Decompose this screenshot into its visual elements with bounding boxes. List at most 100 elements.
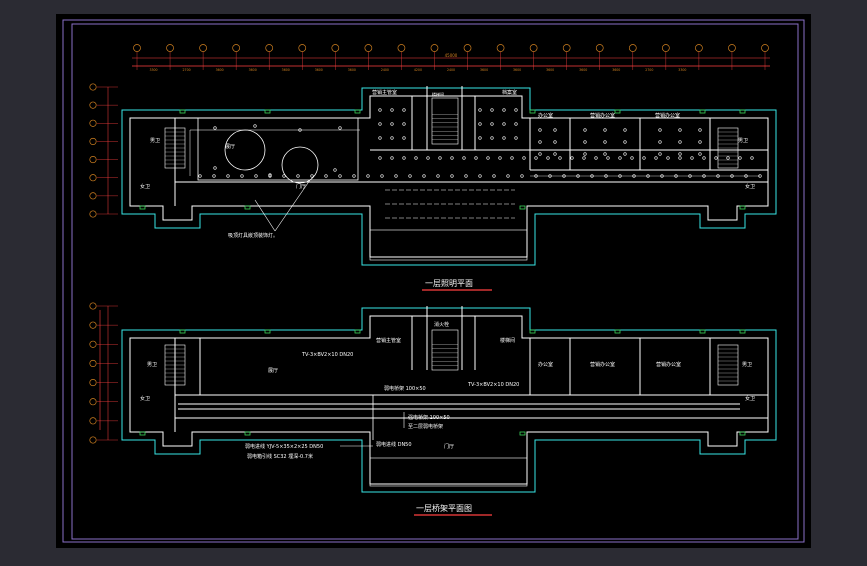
- light-fixture: [714, 156, 718, 160]
- note-leader: [274, 179, 311, 232]
- room-label: 办公室: [538, 361, 553, 368]
- axis-bubble: [496, 44, 505, 52]
- dimension-text: 3600: [480, 68, 488, 72]
- light-fixture: [502, 122, 506, 126]
- light-fixture: [213, 126, 217, 130]
- light-fixture: [490, 122, 494, 126]
- room-label: 女卫: [745, 395, 755, 402]
- row-bubbles: [89, 302, 118, 444]
- light-fixture: [583, 128, 587, 132]
- door: [244, 431, 251, 436]
- light-fixture: [514, 122, 518, 126]
- axis-bubble: [628, 44, 637, 52]
- light-fixture: [333, 168, 337, 172]
- dimension-text: 3600: [282, 68, 290, 72]
- incoming-label: 弱电进线 YJV-5×35×2×25 DN50: [245, 443, 323, 450]
- row-bubble: [89, 340, 97, 348]
- light-fixture: [408, 174, 412, 178]
- room-label: 门厅: [444, 443, 454, 450]
- axis-bubble: [331, 44, 340, 52]
- room-label: 男卫: [738, 138, 748, 144]
- door: [739, 205, 746, 210]
- light-fixture: [402, 136, 406, 140]
- door: [519, 431, 526, 436]
- light-fixture: [702, 156, 706, 160]
- dimension-text: 2400: [447, 68, 455, 72]
- light-fixture: [378, 108, 382, 112]
- light-fixture: [478, 174, 482, 178]
- light-fixture: [212, 174, 216, 178]
- light-fixture: [603, 152, 607, 156]
- cable-label: TV-3×BV2×10 DN20: [301, 352, 353, 358]
- room-label: 楼梯间: [500, 337, 515, 344]
- light-fixture: [520, 174, 524, 178]
- door: [179, 109, 186, 114]
- hall-light-ring: [281, 146, 319, 184]
- light-fixture: [698, 128, 702, 132]
- light-fixture: [464, 174, 468, 178]
- plan-title: 一层照明平面: [425, 279, 473, 288]
- row-bubble: [89, 192, 97, 200]
- light-fixture: [378, 156, 382, 160]
- dimension-text: 2700: [645, 68, 653, 72]
- light-fixture: [690, 156, 694, 160]
- room-label: 消火栓: [434, 321, 449, 328]
- building-inner: [129, 95, 769, 258]
- door: [529, 109, 536, 114]
- light-fixture: [268, 174, 272, 178]
- note-leader: [254, 199, 276, 232]
- light-fixture: [390, 108, 394, 112]
- light-fixture: [240, 174, 244, 178]
- room-label: 展厅: [225, 144, 235, 150]
- row-bubble: [89, 137, 97, 145]
- dimension-text: 3600: [249, 68, 257, 72]
- light-fixture: [642, 156, 646, 160]
- light-fixture: [538, 152, 542, 156]
- light-fixture: [553, 128, 557, 132]
- light-fixture: [623, 128, 627, 132]
- light-fixture: [254, 174, 258, 178]
- light-fixture: [583, 152, 587, 156]
- dimension-text: 3600: [315, 68, 323, 72]
- door: [614, 109, 621, 114]
- light-fixture: [402, 122, 406, 126]
- axis-bubble: [430, 44, 439, 52]
- light-fixture: [506, 174, 510, 178]
- light-fixture: [462, 156, 466, 160]
- light-fixture: [380, 174, 384, 178]
- door: [739, 329, 746, 334]
- door: [739, 431, 746, 436]
- axis-bubble: [529, 44, 538, 52]
- axis-bubble: [364, 44, 373, 52]
- entrance-steps: [369, 457, 528, 487]
- light-fixture: [394, 174, 398, 178]
- light-fixture: [198, 174, 202, 178]
- light-fixture: [678, 156, 682, 160]
- light-fixture: [253, 124, 257, 128]
- door: [614, 329, 621, 334]
- light-fixture: [603, 128, 607, 132]
- light-fixture: [698, 152, 702, 156]
- room-label: 女卫: [140, 183, 150, 190]
- room-label: 营销办公室: [656, 361, 681, 368]
- row-bubble: [89, 156, 97, 164]
- light-fixture: [658, 152, 662, 156]
- light-fixture: [296, 174, 300, 178]
- light-fixture: [338, 126, 342, 130]
- row-bubbles: [89, 83, 118, 218]
- drawing-sheet: [56, 14, 811, 548]
- row-bubble: [89, 398, 97, 406]
- light-fixture: [553, 140, 557, 144]
- light-fixture: [474, 156, 478, 160]
- light-fixture: [502, 108, 506, 112]
- hall-boundary: [197, 117, 359, 181]
- row-bubble: [89, 210, 97, 218]
- light-fixture: [546, 156, 550, 160]
- light-fixture: [390, 122, 394, 126]
- plan-title: 一层桥架平面图: [416, 503, 472, 513]
- light-fixture: [514, 136, 518, 140]
- axis-bubble: [265, 44, 274, 52]
